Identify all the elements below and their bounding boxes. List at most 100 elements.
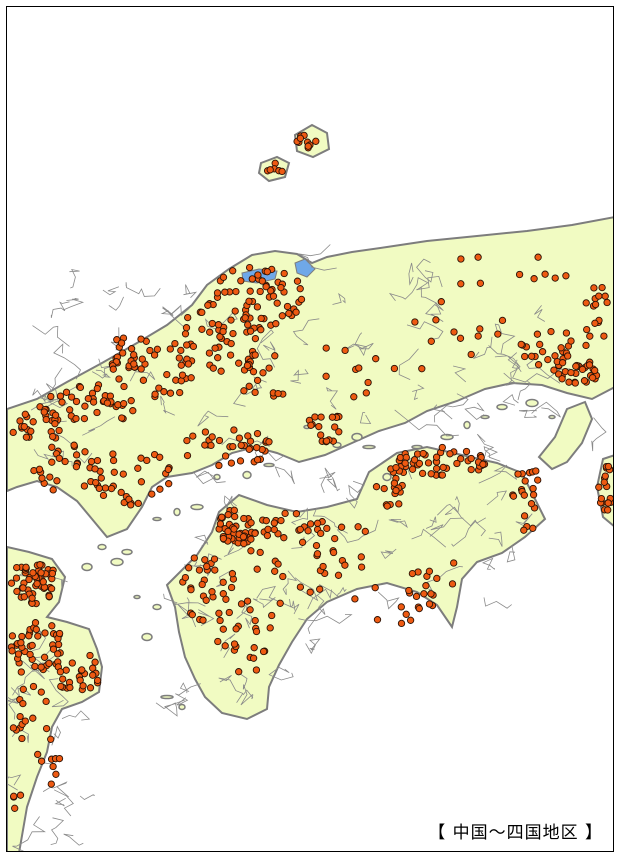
location-marker[interactable] [533, 330, 542, 338]
location-marker[interactable] [251, 529, 259, 537]
location-marker[interactable] [474, 253, 482, 261]
location-marker[interactable] [371, 584, 379, 592]
location-marker[interactable] [408, 465, 417, 473]
location-marker[interactable] [323, 524, 331, 533]
location-marker[interactable] [72, 414, 80, 423]
location-marker[interactable] [224, 527, 232, 536]
location-marker[interactable] [479, 460, 487, 468]
location-marker[interactable] [17, 668, 25, 676]
location-marker[interactable] [151, 390, 159, 398]
location-marker[interactable] [565, 378, 573, 386]
location-marker[interactable] [246, 606, 254, 614]
location-marker[interactable] [249, 368, 258, 376]
location-marker[interactable] [40, 408, 48, 416]
location-marker[interactable] [595, 292, 603, 300]
location-marker[interactable] [70, 441, 78, 449]
location-marker[interactable] [153, 345, 162, 353]
location-marker[interactable] [341, 346, 349, 355]
location-marker[interactable] [20, 422, 28, 431]
location-marker[interactable] [266, 166, 274, 174]
location-marker[interactable] [446, 450, 454, 458]
location-marker[interactable] [198, 308, 206, 317]
location-marker[interactable] [450, 559, 458, 567]
location-marker[interactable] [462, 447, 471, 456]
location-marker[interactable] [49, 432, 57, 441]
location-marker[interactable] [84, 394, 92, 403]
location-marker[interactable] [281, 509, 289, 518]
location-marker[interactable] [425, 600, 434, 608]
location-marker[interactable] [33, 580, 41, 588]
location-marker[interactable] [251, 334, 260, 343]
location-marker[interactable] [25, 575, 33, 584]
location-marker[interactable] [21, 410, 29, 418]
location-marker[interactable] [248, 275, 256, 283]
location-marker[interactable] [221, 642, 229, 650]
location-marker[interactable] [117, 339, 126, 347]
location-marker[interactable] [317, 529, 325, 538]
location-marker[interactable] [280, 269, 288, 278]
location-marker[interactable] [588, 374, 597, 382]
location-marker[interactable] [604, 499, 612, 507]
location-marker[interactable] [578, 365, 587, 374]
location-marker[interactable] [219, 534, 228, 543]
location-marker[interactable] [54, 650, 62, 658]
location-marker[interactable] [211, 566, 219, 574]
location-marker[interactable] [198, 325, 206, 333]
location-marker[interactable] [329, 548, 338, 557]
location-marker[interactable] [216, 616, 224, 625]
location-marker[interactable] [313, 519, 322, 527]
location-marker[interactable] [600, 332, 608, 340]
location-marker[interactable] [61, 457, 69, 466]
location-marker[interactable] [183, 451, 192, 460]
location-marker[interactable] [246, 327, 255, 335]
location-marker[interactable] [263, 268, 271, 276]
location-marker[interactable] [520, 491, 528, 499]
location-marker[interactable] [188, 611, 196, 619]
location-marker[interactable] [203, 562, 211, 571]
location-marker[interactable] [230, 506, 238, 514]
location-marker[interactable] [517, 340, 525, 349]
location-marker[interactable] [245, 382, 253, 390]
location-marker[interactable] [383, 502, 391, 510]
location-marker[interactable] [247, 535, 255, 543]
location-marker[interactable] [427, 470, 435, 478]
location-marker[interactable] [101, 484, 110, 492]
location-marker[interactable] [42, 724, 51, 733]
location-marker[interactable] [47, 585, 56, 593]
location-marker[interactable] [278, 167, 286, 176]
location-marker[interactable] [424, 459, 433, 467]
location-marker[interactable] [567, 337, 575, 345]
location-marker[interactable] [17, 639, 25, 647]
location-marker[interactable] [80, 482, 89, 490]
location-marker[interactable] [433, 574, 441, 583]
location-marker[interactable] [412, 592, 421, 601]
location-marker[interactable] [265, 364, 273, 372]
location-marker[interactable] [335, 428, 343, 436]
location-marker[interactable] [341, 561, 349, 569]
location-marker[interactable] [31, 662, 39, 671]
location-marker[interactable] [195, 566, 204, 574]
location-marker[interactable] [422, 582, 430, 590]
location-marker[interactable] [571, 379, 579, 387]
location-marker[interactable] [331, 534, 339, 543]
location-marker[interactable] [67, 393, 76, 401]
location-marker[interactable] [93, 456, 102, 465]
location-marker[interactable] [298, 538, 307, 546]
location-marker[interactable] [91, 465, 99, 473]
location-marker[interactable] [215, 461, 223, 470]
location-marker[interactable] [337, 523, 346, 531]
location-marker[interactable] [76, 676, 84, 684]
location-marker[interactable] [253, 456, 262, 464]
location-marker[interactable] [22, 433, 31, 441]
location-marker[interactable] [604, 462, 613, 471]
location-marker[interactable] [216, 520, 225, 528]
location-marker[interactable] [450, 328, 458, 336]
location-marker[interactable] [224, 511, 232, 519]
location-marker[interactable] [214, 321, 223, 329]
location-marker[interactable] [536, 340, 544, 349]
location-marker[interactable] [18, 734, 26, 743]
location-marker[interactable] [56, 668, 65, 676]
location-marker[interactable] [395, 500, 403, 508]
location-marker[interactable] [583, 325, 591, 334]
location-marker[interactable] [229, 267, 237, 275]
